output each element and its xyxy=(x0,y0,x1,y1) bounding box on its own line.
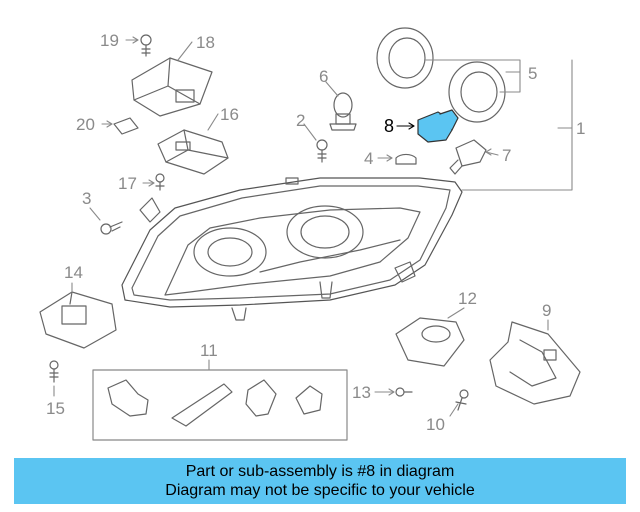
callout-7: 7 xyxy=(502,146,511,165)
part-12-module xyxy=(395,317,465,367)
footer-line-1: Part or sub-assembly is #8 in diagram xyxy=(185,463,455,480)
part-2-screw xyxy=(316,139,328,163)
callout-12: 12 xyxy=(458,289,477,308)
part-15-screw xyxy=(49,360,59,383)
part-17-screw xyxy=(155,173,165,191)
leader-lines xyxy=(53,36,573,417)
callout-1: 1 xyxy=(576,119,585,138)
parts-diagram: 19 18 20 16 6 2 17 3 4 7 8 5 1 14 12 9 1… xyxy=(39,27,585,441)
callout-20: 20 xyxy=(76,115,95,134)
part-16-module xyxy=(157,129,229,175)
part-10-screw xyxy=(455,389,469,411)
part-13-screw xyxy=(395,387,413,397)
callout-3: 3 xyxy=(82,189,91,208)
callout-19: 19 xyxy=(100,31,119,50)
callout-13: 13 xyxy=(352,383,371,402)
part-14-module xyxy=(39,291,117,349)
part-6-bulb xyxy=(329,92,357,131)
headlamp-assembly xyxy=(121,177,463,321)
callout-15: 15 xyxy=(46,399,65,418)
callout-18: 18 xyxy=(196,33,215,52)
callout-6: 6 xyxy=(319,67,328,86)
part-18-control-module xyxy=(131,57,213,117)
callout-14: 14 xyxy=(64,263,83,282)
footer-line-2: Diagram may not be specific to your vehi… xyxy=(165,482,475,499)
part-11-kit-box xyxy=(92,369,348,441)
callout-5: 5 xyxy=(528,64,537,83)
part-5-seal-ring-right xyxy=(448,61,506,123)
part-4-cap xyxy=(395,153,417,165)
callout-16: 16 xyxy=(220,105,239,124)
part-7-bulb-socket xyxy=(449,139,487,175)
callout-9: 9 xyxy=(542,301,551,320)
callout-8: 8 xyxy=(384,116,394,136)
part-5-seal-ring-left xyxy=(376,27,434,89)
part-9-bracket xyxy=(489,321,581,405)
part-19-screw xyxy=(140,34,152,57)
part-20-bracket xyxy=(113,117,139,135)
callout-2: 2 xyxy=(296,111,305,130)
callout-10: 10 xyxy=(426,415,445,434)
part-8-bulb-highlighted xyxy=(417,109,459,143)
callout-17: 17 xyxy=(118,174,137,193)
part-3-screw xyxy=(100,221,123,235)
callout-11: 11 xyxy=(200,341,218,360)
footer-banner: Part or sub-assembly is #8 in diagram Di… xyxy=(14,458,626,504)
callout-4: 4 xyxy=(364,149,373,168)
